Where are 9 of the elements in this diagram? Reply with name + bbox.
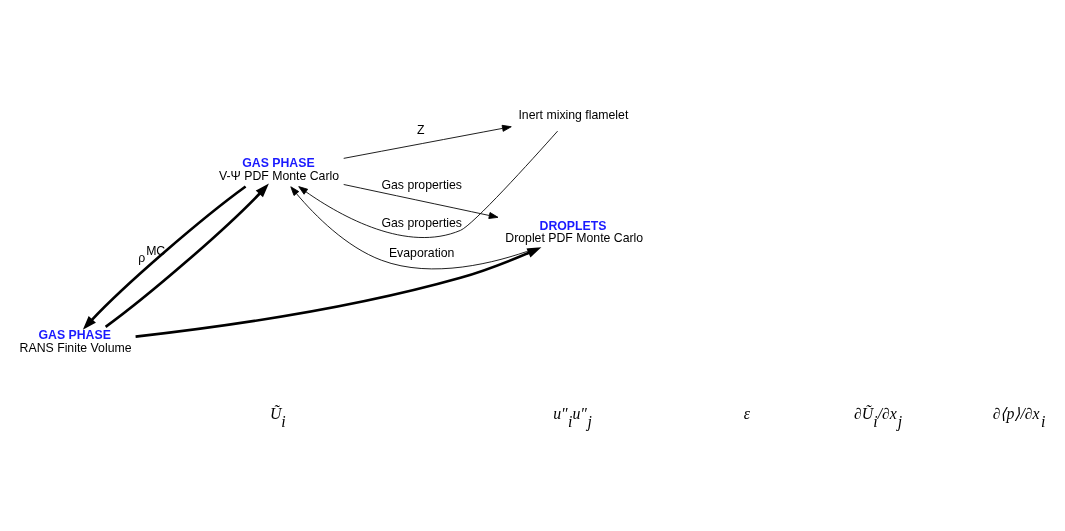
node-text: DROPLETS Droplet PDF Monte Carlo [505, 218, 644, 245]
edge-label: Evaporation [388, 245, 455, 260]
node-text: GAS PHASE RANS Finite Volume [19, 328, 132, 355]
edge-label: Z [417, 122, 425, 137]
edge-label: Gas properties [381, 216, 463, 231]
node-text: Inert mixing flamelet [518, 107, 629, 122]
edge-label: Gas properties [381, 178, 463, 193]
node-text: GAS PHASE V-Ψ PDF Monte Carlo [218, 156, 340, 183]
label: ε [743, 404, 750, 422]
